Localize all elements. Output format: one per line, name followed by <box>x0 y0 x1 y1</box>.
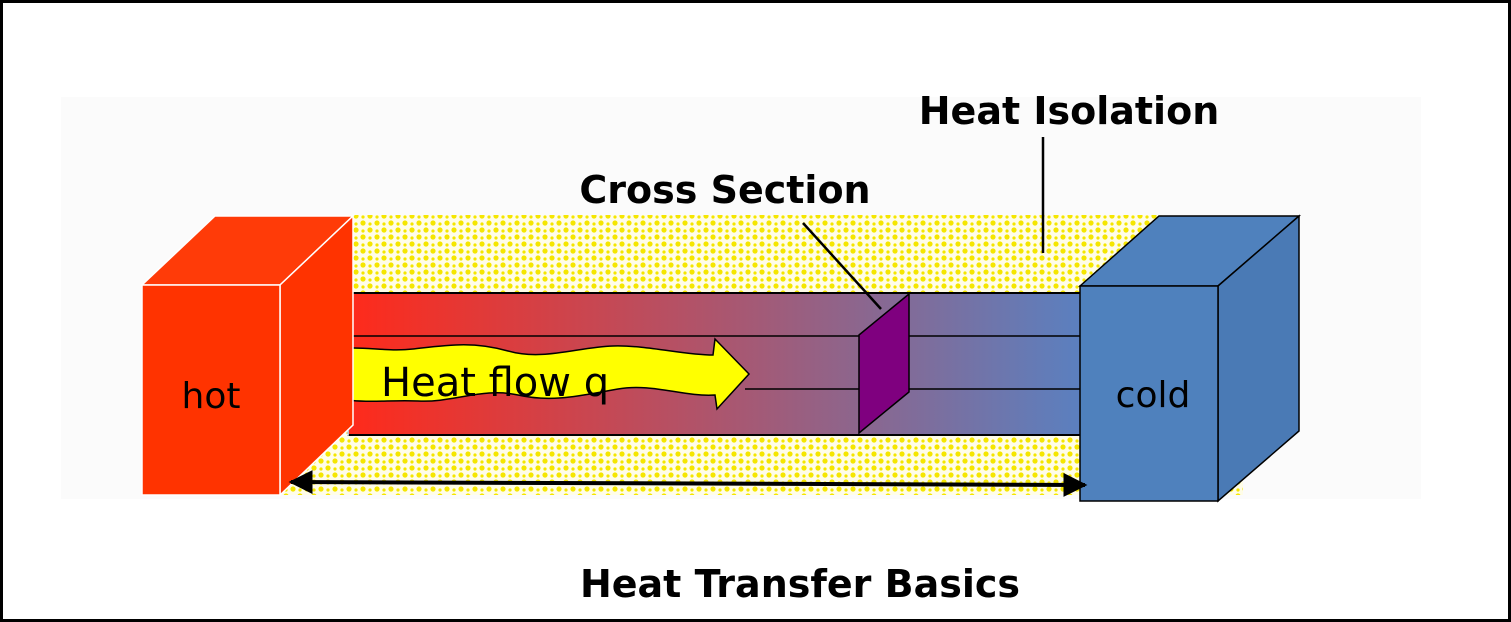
hot-label: hot <box>182 376 241 417</box>
hot-block <box>141 284 281 496</box>
cross-section-callout-line <box>802 222 882 310</box>
diagram-caption: Heat Transfer Basics <box>580 562 1020 606</box>
cross-section-plane <box>858 292 910 435</box>
cold-label: cold <box>1116 375 1191 416</box>
cross-section-label: Cross Section <box>579 168 870 212</box>
heat-flow-label: Heat flow q <box>381 360 609 406</box>
heat-transfer-diagram: Heat flow q hot cold Cross Section Heat … <box>61 89 1421 606</box>
heat-isolation-label: Heat Isolation <box>919 89 1220 133</box>
heat-flow-arrow <box>318 337 751 411</box>
cold-block <box>1079 285 1219 502</box>
length-dimension-arrow <box>288 470 1088 497</box>
